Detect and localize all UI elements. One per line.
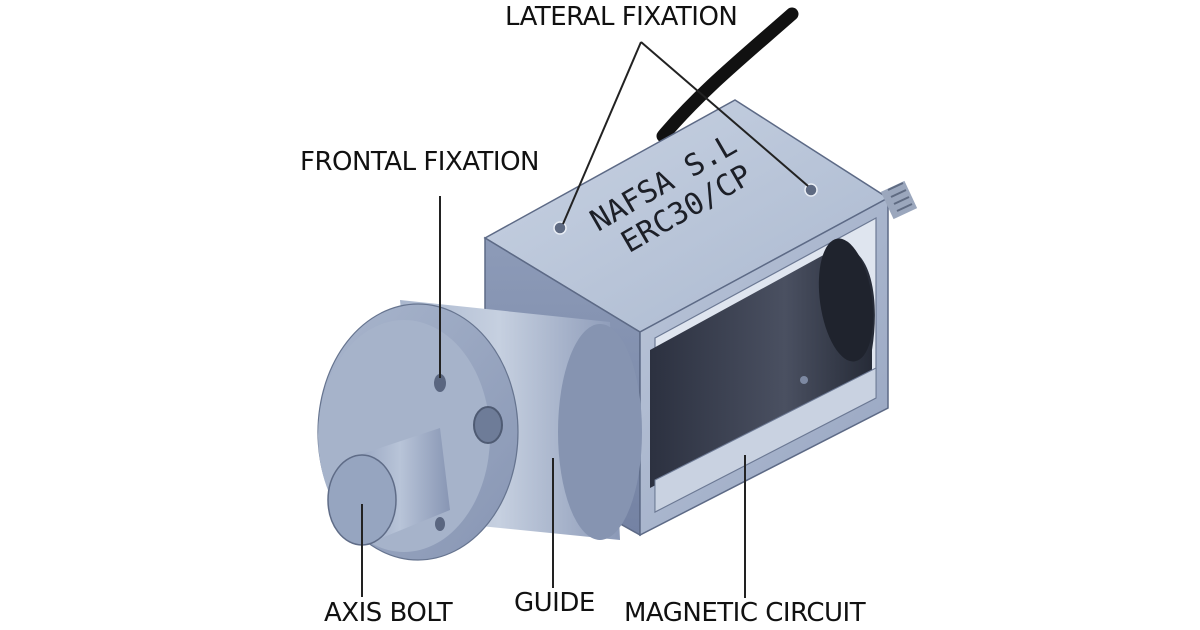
frontal-hole <box>434 374 446 392</box>
power-cable <box>656 7 799 143</box>
label-guide: GUIDE <box>514 588 595 618</box>
coil-end <box>818 238 874 362</box>
leader-lateral-right <box>640 41 809 187</box>
guide-side-hole <box>473 406 503 444</box>
label-lateral-fixation: LATERAL FIXATION <box>505 2 738 32</box>
frame-hole <box>800 376 808 384</box>
label-axis-bolt: AXIS BOLT <box>324 598 453 628</box>
lateral-hole-left <box>553 221 567 235</box>
frontal-hole-lower <box>435 517 445 531</box>
guide-cylinder-end <box>558 324 642 540</box>
lateral-hole-right <box>804 183 818 197</box>
frame-bottom-lip <box>654 367 877 513</box>
leader-lateral-left <box>562 41 642 225</box>
threaded-terminal <box>880 180 918 220</box>
label-frontal-fixation: FRONTAL FIXATION <box>300 147 540 177</box>
label-magnetic-circuit: MAGNETIC CIRCUIT <box>624 598 866 628</box>
coil <box>650 246 875 488</box>
